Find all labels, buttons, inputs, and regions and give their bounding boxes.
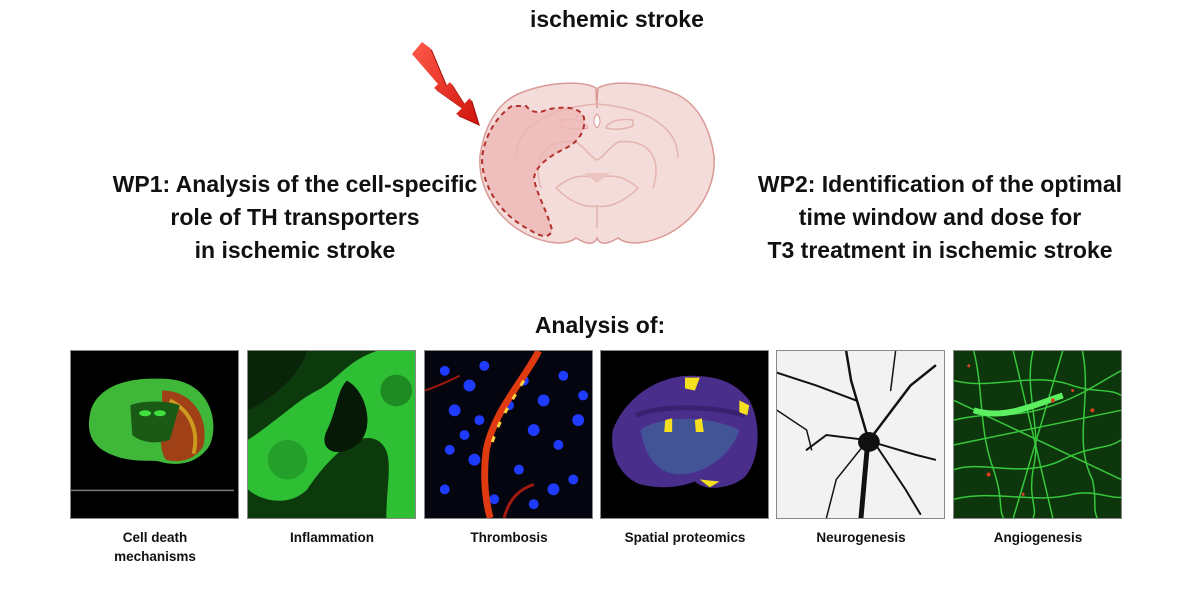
- wp1-description: WP1: Analysis of the cell-specific role …: [95, 168, 495, 267]
- infarct-region: [480, 105, 586, 237]
- inflammation-image: [248, 351, 415, 518]
- panel-label-inflammation: Inflammation: [232, 528, 432, 547]
- wp2-line: T3 treatment in ischemic stroke: [767, 237, 1113, 263]
- spatial-proteomics-image: [601, 351, 768, 518]
- image-panel-thrombosis: [424, 350, 593, 519]
- wp2-description: WP2: Identification of the optimal time …: [715, 168, 1165, 267]
- stroke-title: ischemic stroke: [530, 6, 704, 32]
- panel-label-line: Neurogenesis: [816, 530, 906, 545]
- image-panel-inflammation: [247, 350, 416, 519]
- thrombosis-image: [425, 351, 592, 518]
- lightning-bolt-icon: [412, 42, 480, 126]
- image-panel-cell-death: [70, 350, 239, 519]
- image-panel-spatial-proteomics: [600, 350, 769, 519]
- angiogenesis-image: [954, 351, 1121, 518]
- analysis-heading: Analysis of:: [534, 312, 666, 338]
- wp2-line: WP2: Identification of the optimal: [757, 171, 1123, 197]
- neurogenesis-image: [777, 351, 944, 518]
- panel-label-line: mechanisms: [114, 549, 196, 564]
- panel-label-neurogenesis: Neurogenesis: [761, 528, 961, 547]
- panel-label-line: Cell death: [122, 530, 188, 545]
- wp2-line: time window and dose for: [798, 204, 1082, 230]
- panel-label-line: Inflammation: [289, 530, 374, 545]
- cell-death-image: [71, 378, 235, 492]
- wp1-line: WP1: Analysis of the cell-specific: [112, 171, 478, 197]
- wp1-line: in ischemic stroke: [194, 237, 396, 263]
- panel-label-line: Angiogenesis: [993, 530, 1083, 545]
- panel-label-spatial-proteomics: Spatial proteomics: [585, 528, 785, 547]
- panel-label-line: Thrombosis: [470, 530, 548, 545]
- image-panel-angiogenesis: [953, 350, 1122, 519]
- image-panel-neurogenesis: [776, 350, 945, 519]
- panel-label-angiogenesis: Angiogenesis: [938, 528, 1138, 547]
- wp1-line: role of TH transporters: [170, 204, 420, 230]
- panel-label-thrombosis: Thrombosis: [409, 528, 609, 547]
- panel-label-cell-death: Cell death mechanisms: [55, 528, 255, 566]
- panel-label-line: Spatial proteomics: [624, 530, 746, 545]
- brain-section-diagram: [479, 82, 715, 244]
